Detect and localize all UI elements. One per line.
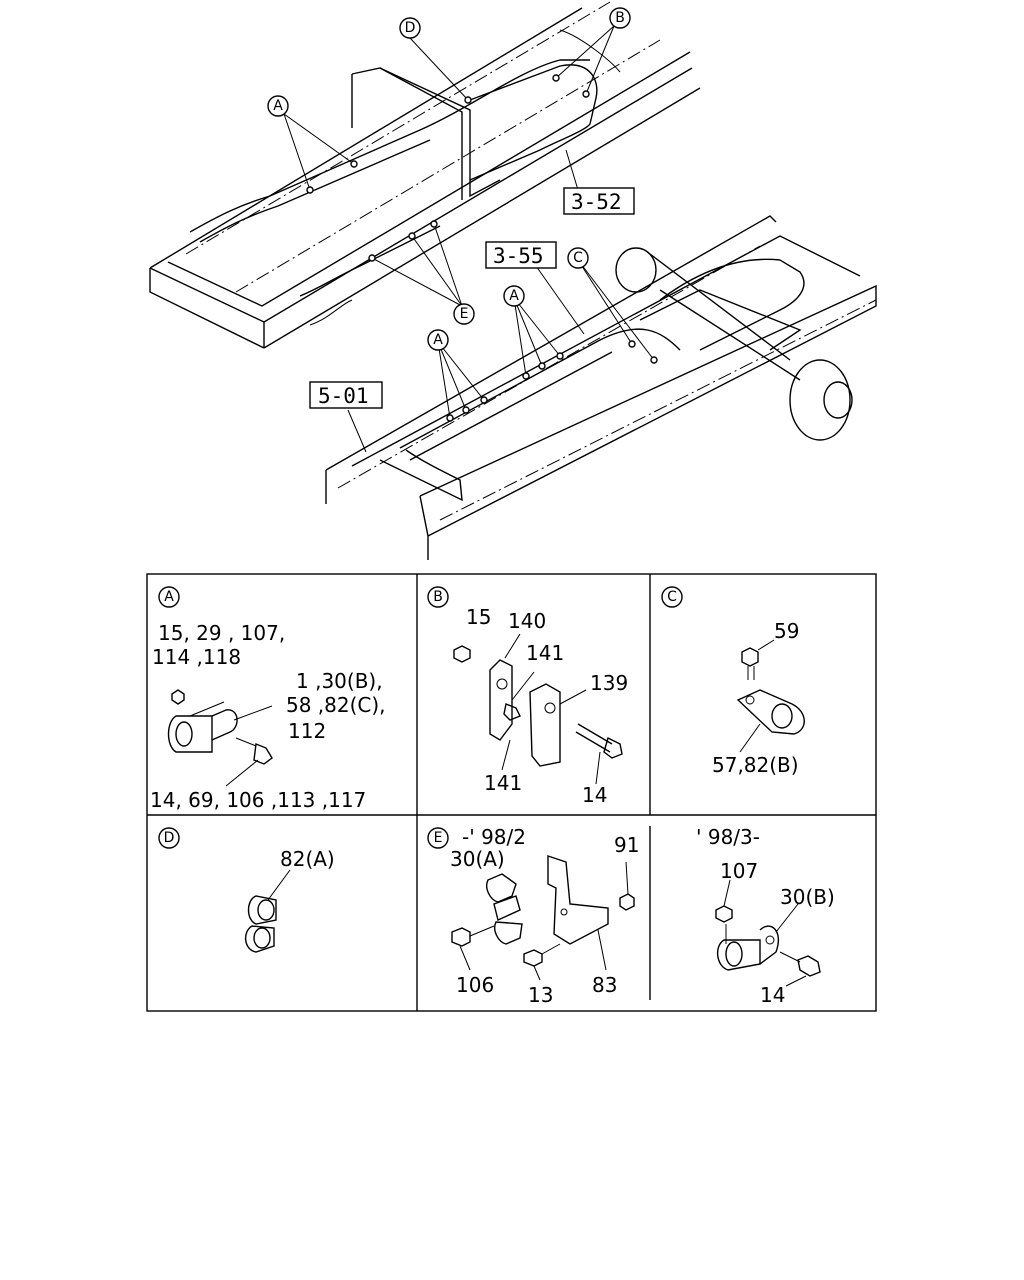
svg-text:14, 69, 106 ,113 ,117: 14, 69, 106 ,113 ,117 bbox=[150, 788, 366, 812]
clip-drawing-d bbox=[245, 869, 291, 953]
svg-text:15, 29 , 107,: 15, 29 , 107, bbox=[158, 621, 285, 645]
svg-text:-' 98/2: -' 98/2 bbox=[462, 825, 526, 849]
callout-a-low: A bbox=[427, 329, 449, 351]
svg-text:A: A bbox=[273, 98, 283, 114]
svg-text:A: A bbox=[509, 288, 519, 304]
svg-text:3-55: 3-55 bbox=[493, 244, 544, 268]
svg-text:C: C bbox=[667, 589, 677, 605]
svg-text:139: 139 bbox=[590, 671, 628, 695]
svg-text:106: 106 bbox=[456, 973, 494, 997]
svg-text:82(A): 82(A) bbox=[280, 847, 335, 871]
bracket-drawing-e bbox=[451, 855, 635, 981]
ref-box-3-52[interactable]: 3-52 bbox=[563, 187, 635, 215]
svg-text:A: A bbox=[164, 589, 174, 605]
callout-c-mid: C bbox=[567, 247, 589, 269]
lower-frame-rail bbox=[325, 215, 877, 560]
svg-text:30(B): 30(B) bbox=[780, 885, 835, 909]
detail-panel-d: D 82(A) bbox=[158, 827, 335, 953]
svg-text:141: 141 bbox=[484, 771, 522, 795]
svg-text:59: 59 bbox=[774, 619, 799, 643]
svg-text:91: 91 bbox=[614, 833, 639, 857]
svg-text:' 98/3-: ' 98/3- bbox=[696, 825, 760, 849]
callout-e-mid: E bbox=[453, 303, 475, 325]
svg-text:14: 14 bbox=[760, 983, 785, 1007]
svg-text:140: 140 bbox=[508, 609, 546, 633]
svg-text:B: B bbox=[615, 10, 625, 26]
svg-text:D: D bbox=[405, 20, 416, 36]
upper-frame-rail bbox=[149, 1, 701, 349]
svg-text:14: 14 bbox=[582, 783, 607, 807]
frame-overview-illustration: D B A E C A A 3-52 bbox=[149, 1, 877, 560]
detail-panel-e: E -' 98/2 30(A) 91 106 13 83 ' 98/3- 107… bbox=[427, 825, 835, 1007]
callout-a-mid: A bbox=[503, 285, 525, 307]
lower-callout-leaders bbox=[347, 259, 658, 453]
svg-text:15: 15 bbox=[466, 605, 491, 629]
callout-b-top: B bbox=[609, 7, 631, 29]
svg-text:58 ,82(C),: 58 ,82(C), bbox=[286, 693, 386, 717]
detail-panel-grid bbox=[146, 573, 877, 1012]
svg-text:E: E bbox=[460, 306, 469, 322]
bracket-drawing-b bbox=[453, 633, 623, 785]
ref-box-3-55[interactable]: 3-55 bbox=[485, 241, 557, 269]
upper-callout-leaders bbox=[283, 25, 615, 307]
svg-text:114 ,118: 114 ,118 bbox=[152, 645, 241, 669]
detail-panel-b: B 15 140 141 139 141 14 bbox=[427, 586, 628, 807]
svg-text:83: 83 bbox=[592, 973, 617, 997]
svg-text:A: A bbox=[433, 332, 443, 348]
svg-text:57,82(B): 57,82(B) bbox=[712, 753, 799, 777]
svg-text:30(A): 30(A) bbox=[450, 847, 505, 871]
clip-drawing-e-late bbox=[715, 879, 821, 987]
svg-text:C: C bbox=[573, 250, 583, 266]
svg-text:5-01: 5-01 bbox=[318, 384, 369, 408]
svg-text:B: B bbox=[433, 589, 443, 605]
clip-drawing-a bbox=[167, 689, 273, 787]
clamp-drawing-c bbox=[736, 639, 805, 753]
ref-box-5-01[interactable]: 5-01 bbox=[309, 381, 383, 409]
detail-panel-a: A 15, 29 , 107, 114 ,118 1 ,30(B), 58 ,8… bbox=[150, 586, 386, 812]
svg-text:1 ,30(B),: 1 ,30(B), bbox=[296, 669, 383, 693]
svg-text:107: 107 bbox=[720, 859, 758, 883]
callout-a-top: A bbox=[267, 95, 289, 117]
svg-text:112: 112 bbox=[288, 719, 326, 743]
detail-panel-c: C 59 57,82(B) bbox=[661, 586, 805, 777]
svg-text:13: 13 bbox=[528, 983, 553, 1007]
svg-text:E: E bbox=[434, 830, 443, 846]
svg-text:3-52: 3-52 bbox=[571, 190, 622, 214]
svg-text:141: 141 bbox=[526, 641, 564, 665]
callout-d-top: D bbox=[399, 17, 421, 39]
svg-text:D: D bbox=[164, 830, 175, 846]
